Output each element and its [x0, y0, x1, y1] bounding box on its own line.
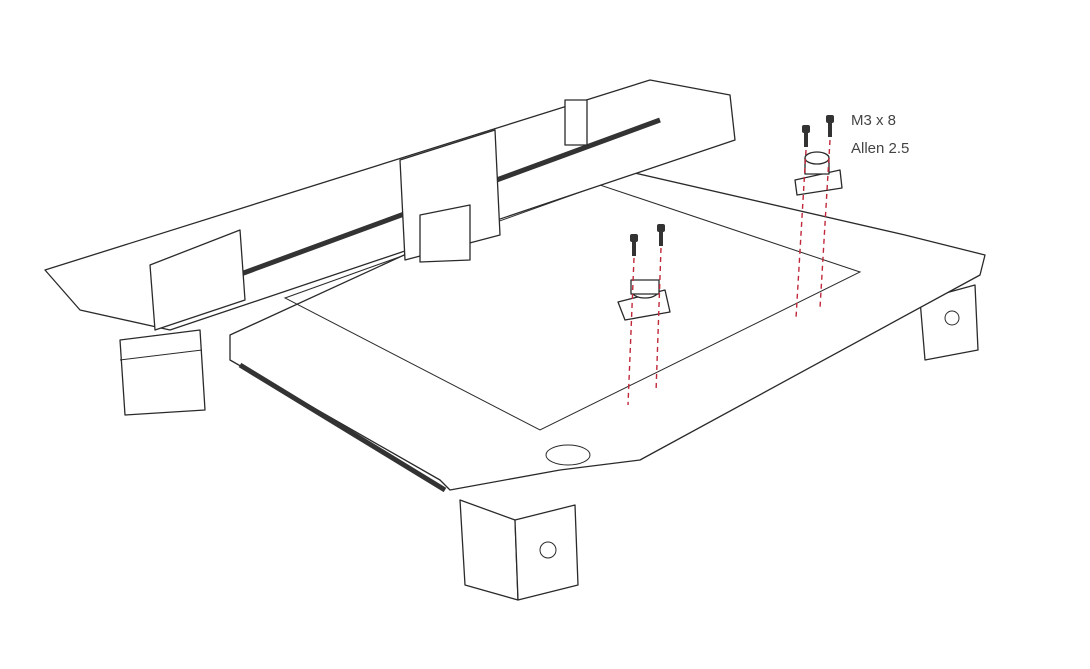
lead-screw [238, 362, 447, 493]
tool-spec-label: Allen 2.5 [851, 140, 910, 157]
stepper-motor-left [119, 329, 206, 416]
assembly-guide-lines [627, 139, 831, 406]
screw-spec-label: M3 x 8 [851, 112, 897, 129]
mounting-block-right [794, 151, 843, 196]
screw-icon [630, 115, 834, 256]
stepper-motor-right [919, 284, 979, 361]
mounting-block-center [617, 279, 671, 321]
stepper-motor-bottom [459, 499, 579, 601]
x-gantry [44, 79, 736, 331]
